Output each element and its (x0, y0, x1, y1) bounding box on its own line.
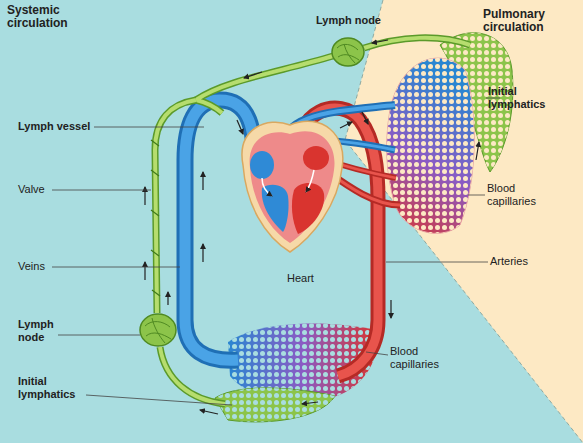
lymph-node-texture (145, 318, 171, 343)
part-label: Lymph node (316, 14, 381, 27)
lymph-vessel-lumen (364, 38, 470, 48)
flow-arrow (362, 112, 368, 124)
flow-arrow (244, 72, 262, 78)
lymph-vessel (364, 38, 470, 48)
flow-arrow (340, 122, 352, 128)
part-label: Heart (287, 272, 314, 285)
left-atrium (303, 146, 329, 170)
lymph-node-texture (337, 44, 359, 63)
flow-arrow (302, 402, 318, 404)
flow-arrow (262, 178, 272, 196)
region-title: Systemic circulation (7, 4, 87, 30)
flow-arrow (390, 300, 391, 318)
part-label: Blood capillaries (487, 182, 557, 208)
lymph-vessel (196, 56, 333, 113)
flow-arrow (200, 410, 218, 414)
flow-arrow (144, 262, 145, 280)
leader-line (52, 267, 180, 268)
leader-line (52, 190, 151, 191)
lymph-node (332, 38, 364, 66)
leader-line (468, 195, 485, 196)
right-ventricle (262, 185, 289, 232)
part-label: Initial lymphatics (18, 375, 93, 401)
part-label: Veins (18, 260, 45, 273)
region-title: Pulmonary circulation (483, 8, 573, 34)
right-atrium (250, 151, 274, 179)
flow-arrow (237, 120, 243, 134)
lymph-node (140, 314, 176, 346)
part-label: Valve (18, 183, 45, 196)
lymph-vessel-lumen (155, 100, 196, 313)
part-label: Arteries (490, 255, 528, 268)
leader-line (58, 335, 140, 336)
leader-line (366, 352, 388, 355)
leader-line (86, 395, 232, 405)
left-ventricle (292, 183, 324, 234)
leader-line (386, 262, 488, 263)
lymph-vessel (155, 100, 196, 313)
flow-arrow (202, 172, 203, 190)
part-label: Lymph node (18, 318, 63, 344)
leader-line (94, 127, 204, 128)
lymph-vessel-lumen (196, 56, 333, 113)
part-label: Initial lymphatics (488, 85, 563, 111)
lymph-capillary-bed (215, 388, 335, 422)
flow-arrow (372, 40, 388, 43)
flow-arrow (202, 244, 203, 262)
flow-arrow (476, 142, 479, 160)
flow-arrow (306, 170, 314, 192)
part-label: Lymph vessel (18, 120, 90, 133)
flow-arrow (167, 292, 168, 305)
lymph-vessel (160, 347, 225, 404)
heart-muscle (250, 131, 335, 243)
pericardium (242, 121, 343, 252)
part-label: Blood capillaries (390, 345, 460, 371)
lymph-valve (151, 140, 160, 296)
lymph-vessel-lumen (160, 347, 225, 404)
lymph-capillary-mesh (215, 388, 335, 422)
